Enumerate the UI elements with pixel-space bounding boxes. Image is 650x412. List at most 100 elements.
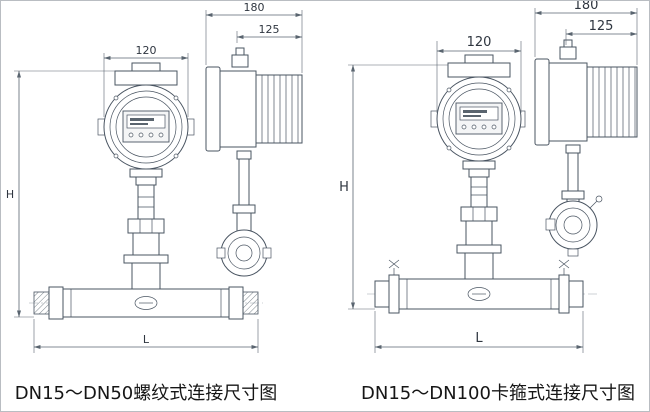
side-stem-assembly [561,144,585,206]
tee-riser [464,252,494,280]
threaded-connection-ring [216,229,272,277]
neck-stem [470,176,488,208]
housing-body [219,70,257,148]
clamp-wing-nut-right [558,259,570,275]
lcd-display [455,102,503,135]
stem-joints [138,196,154,208]
dim-label-height: H [6,188,14,201]
neck-collar-upper [468,168,490,178]
transmitter-housing-side [205,47,303,152]
dim-left-180: 180 [205,1,303,73]
dim-right-180: 180 [534,1,638,65]
hex-flats [472,207,486,221]
side-collar [561,190,585,200]
dim-right-120: 120 [436,35,522,113]
head-cover [447,62,511,78]
pipe-body-clamp [374,259,584,314]
side-stem [567,152,579,192]
housing-fins [261,75,299,143]
flowmeter-head [430,54,526,162]
side-stem [238,158,250,206]
neck-hex-nut [460,206,498,222]
meter-neck [456,160,502,280]
dim-label-width: 120 [136,44,157,57]
clamp-tab [567,248,579,257]
ring-lug-right [262,247,272,259]
pipe-stub-left [374,280,390,308]
neck-collar [129,168,163,178]
dim-right-125: 125 [565,19,638,45]
pipe-nut-left [48,286,64,320]
dim-label-depth: 180 [244,1,265,14]
neck-stem [137,184,155,220]
housing-rib-cover [255,74,303,144]
pipe-weld-lines [70,289,222,317]
clamp-wing-nut-left [388,259,400,275]
clamp-band-ring [545,195,603,257]
pipe-stub-right [568,280,584,308]
dim-left-L: L [33,319,259,353]
right-caption: DN15～DN100卡箍式连接尺寸图 [361,383,635,404]
side-collar [232,204,256,214]
pipe-body-threaded [33,286,259,320]
meter-neck [123,168,169,290]
head-cover [114,70,178,86]
housing-rib-cover [586,66,638,138]
dim-label-depth: 180 [574,1,599,13]
neck-coupler [132,232,160,256]
stem-joints [471,186,487,196]
clamp-wing-nut [595,195,603,203]
dim-right-L: L [374,311,584,353]
clamp-ferrule-right [558,274,570,314]
dim-label-length: L [475,331,483,346]
side-stem-assembly [232,150,256,232]
threaded-end-right [242,291,259,315]
right-front-view: 120 H L [339,35,597,353]
threaded-end-left [33,291,50,315]
neck-flange [123,254,169,264]
left-drawing: 120 H L [6,1,303,404]
head-top-cap [131,62,161,72]
neck-hex-nut [127,218,165,234]
left-side-view: 180 125 [205,1,303,277]
housing-face [205,66,221,152]
dim-right-H: H [339,64,448,310]
bezel-screws [113,95,179,159]
dim-left-H: H [6,70,115,318]
head-top-cap [464,54,494,64]
tee-riser [131,262,161,290]
transmitter-housing-side [534,39,638,146]
lcd-display [122,110,170,143]
bezel-screws [446,87,512,151]
housing-knob-cap [563,39,573,48]
pipe-nut-right [228,286,244,320]
neck-flange [456,244,502,254]
flowmeter-head [97,62,195,170]
dim-left-120: 120 [103,44,189,117]
housing-fins [592,67,636,137]
hex-flats [139,219,153,233]
dim-label-offset: 125 [589,19,614,34]
left-front-view: 120 H L [6,44,263,353]
dim-label-width: 120 [467,35,492,50]
ring-lug-left [216,247,226,259]
clamp-lug [545,218,556,231]
right-drawing: 120 H L [339,1,638,404]
housing-face [534,58,550,146]
clamp-ferrule-left [388,274,400,314]
right-side-view: 180 125 [534,1,638,257]
dim-label-height: H [339,180,349,195]
housing-knob [231,54,249,68]
dim-left-125: 125 [236,23,303,43]
neck-coupler [465,220,493,246]
neck-collar [462,160,496,170]
dim-label-length: L [143,333,150,346]
dim-label-offset: 125 [259,23,280,36]
housing-body [548,62,588,142]
housing-knob-cap [235,47,245,56]
pipe-weld-lines [406,279,552,309]
housing-knob [559,46,577,60]
neck-collar-upper [135,176,157,186]
